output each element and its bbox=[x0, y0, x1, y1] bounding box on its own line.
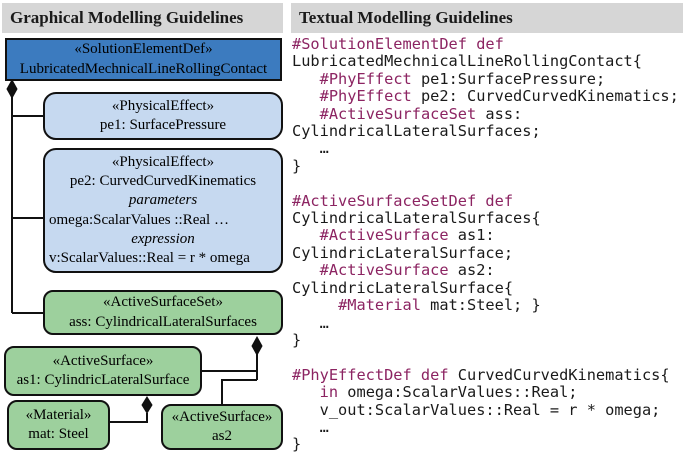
composition-diamond-as1 bbox=[141, 396, 153, 414]
element-name: as2 bbox=[212, 428, 232, 444]
code-line: … bbox=[292, 139, 329, 158]
code-line: CylindricalLateralSurfaces; bbox=[292, 122, 541, 141]
code-line: … bbox=[292, 417, 329, 436]
parameter-entry: omega:ScalarValues ::Real … bbox=[49, 211, 229, 228]
material-box: «Material» mat: Steel bbox=[7, 400, 110, 450]
code-line: #PhyEffectDef def CurvedCurvedKinematics… bbox=[292, 365, 670, 384]
physical-effect-pe2-box: «PhysicalEffect» pe2: CurvedCurvedKinema… bbox=[43, 148, 283, 273]
stereotype-label: «ActiveSurface» bbox=[52, 352, 154, 369]
element-name: as1: CylindricLateralSurface bbox=[16, 372, 190, 388]
expression-section-label: expression bbox=[131, 230, 195, 247]
code-line: #PhyEffect pe2: CurvedCurvedKinematics; bbox=[319, 87, 679, 106]
active-surface-set-box: «ActiveSurfaceSet» ass: CylindricalLater… bbox=[43, 290, 283, 335]
composition-diamond-ass bbox=[251, 335, 263, 357]
right-panel-header: Textual Modelling Guidelines bbox=[291, 3, 683, 33]
expression-entry: v:ScalarValues::Real = r * omega bbox=[49, 249, 250, 266]
code-line: #SolutionElementDef def bbox=[292, 35, 504, 53]
code-line: CylindricalLateralSurfaces{ bbox=[292, 209, 541, 228]
code-line: CylindricLateralSurface; bbox=[292, 243, 514, 262]
code-line: } bbox=[292, 330, 302, 349]
code-line: #ActiveSurface as2: bbox=[319, 261, 495, 280]
parameters-section-label: parameters bbox=[128, 192, 198, 209]
code-line: #ActiveSurfaceSetDef def bbox=[292, 191, 514, 210]
solution-element-def-box: «SolutionElementDef» LubricatedMechnical… bbox=[5, 38, 282, 81]
element-name: mat: Steel bbox=[28, 426, 89, 442]
composition-diamond-solution bbox=[6, 78, 18, 100]
stereotype-label: «ActiveSurface» bbox=[171, 408, 273, 425]
branch-to-as2-line bbox=[221, 379, 257, 404]
code-line: #ActiveSurface as1: bbox=[319, 226, 495, 245]
code-line: … bbox=[292, 313, 329, 332]
code-line bbox=[292, 175, 683, 192]
branch-to-material-line bbox=[110, 413, 148, 423]
code-line: in omega:ScalarValues::Real; bbox=[319, 383, 578, 402]
stereotype-label: «ActiveSurfaceSet» bbox=[103, 294, 223, 311]
code-line: } bbox=[292, 156, 302, 175]
code-line: LubricatedMechnicalLineRollingContact{ bbox=[292, 52, 642, 71]
stereotype-label: «SolutionElementDef» bbox=[74, 41, 213, 58]
code-line: CylindricLateralSurface{ bbox=[292, 278, 514, 297]
code-line: v_out:ScalarValues::Real = r * omega; bbox=[292, 400, 661, 419]
active-surface-as1-box: «ActiveSurface» as1: CylindricLateralSur… bbox=[4, 346, 202, 396]
element-name: ass: CylindricalLateralSurfaces bbox=[69, 313, 257, 330]
element-name: pe1: SurfacePressure bbox=[99, 117, 227, 133]
stereotype-label: «PhysicalEffect» bbox=[111, 153, 215, 170]
stereotype-label: «Material» bbox=[25, 406, 92, 423]
element-name: LubricatedMechnicalLineRollingContact bbox=[19, 60, 268, 77]
code-line bbox=[292, 349, 683, 366]
left-panel-header: Graphical Modelling Guidelines bbox=[2, 3, 283, 33]
physical-effect-pe1-box: «PhysicalEffect» pe1: SurfacePressure bbox=[43, 92, 283, 140]
stereotype-label: «PhysicalEffect» bbox=[111, 97, 215, 114]
code-line: #ActiveSurfaceSet ass: bbox=[319, 104, 523, 123]
element-name: pe2: CurvedCurvedKinematics bbox=[69, 173, 257, 190]
code-line: #PhyEffect pe1:SurfacePressure; bbox=[319, 69, 606, 88]
active-surface-as2-box: «ActiveSurface» as2 bbox=[161, 404, 283, 450]
code-line: #Material mat:Steel; } bbox=[338, 296, 541, 315]
code-line: } bbox=[292, 435, 302, 454]
